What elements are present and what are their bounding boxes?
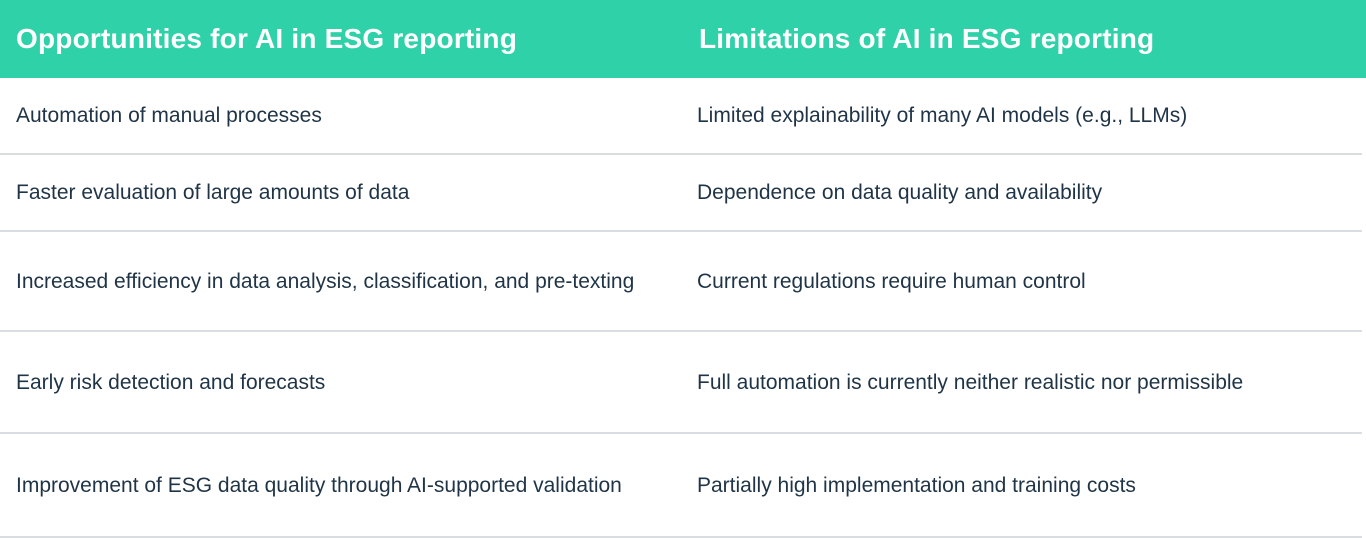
limitation-cell: Full automation is currently neither rea… xyxy=(697,370,1244,394)
opportunity-cell: Increased efficiency in data analysis, c… xyxy=(16,269,635,293)
opportunity-cell: Early risk detection and forecasts xyxy=(16,370,326,394)
opportunity-cell: Improvement of ESG data quality through … xyxy=(16,473,622,497)
table-header: Opportunities for AI in ESG reporting Li… xyxy=(0,0,1366,78)
limitation-cell: Limited explainability of many AI models… xyxy=(697,104,1188,127)
table-row: Automation of manual processes Limited e… xyxy=(0,78,1362,155)
limitation-cell: Partially high implementation and traini… xyxy=(697,473,1136,497)
table-row: Early risk detection and forecasts Full … xyxy=(0,332,1362,434)
opportunities-column-header: Opportunities for AI in ESG reporting xyxy=(16,23,518,54)
opportunity-cell: Automation of manual processes xyxy=(16,104,322,127)
table-row: Increased efficiency in data analysis, c… xyxy=(0,232,1362,332)
table-row: Faster evaluation of large amounts of da… xyxy=(0,155,1362,232)
limitations-column-header: Limitations of AI in ESG reporting xyxy=(699,23,1155,54)
opportunity-cell: Faster evaluation of large amounts of da… xyxy=(16,181,410,204)
limitation-cell: Current regulations require human contro… xyxy=(697,269,1086,293)
table-row: Improvement of ESG data quality through … xyxy=(0,434,1362,538)
limitation-cell: Dependence on data quality and availabil… xyxy=(697,181,1103,204)
